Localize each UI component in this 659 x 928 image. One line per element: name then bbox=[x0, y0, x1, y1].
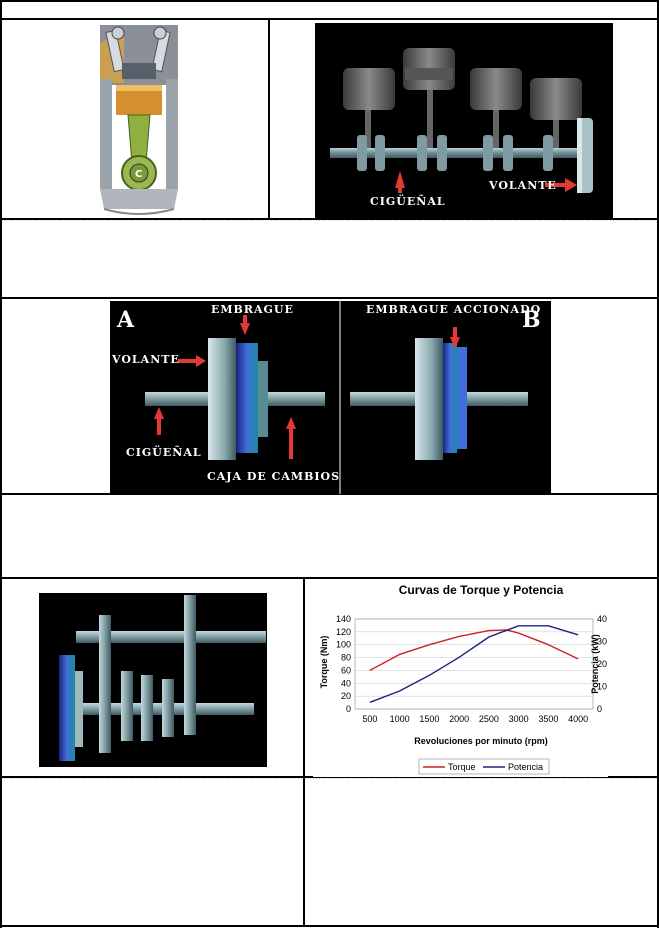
crankshaft-label: CIGÜEÑAL bbox=[126, 446, 202, 459]
legend-potencia-label: Potencia bbox=[508, 762, 543, 772]
y-tick-label: 60 bbox=[341, 665, 351, 675]
x-tick-label: 1500 bbox=[419, 714, 439, 724]
table-border bbox=[268, 18, 270, 220]
x-tick-label: 3000 bbox=[509, 714, 529, 724]
flywheel-label: VOLANTE bbox=[489, 179, 557, 192]
panel-b-label: B bbox=[522, 307, 541, 333]
table-cell-blank bbox=[3, 496, 656, 577]
x-tick-label: 4000 bbox=[568, 714, 588, 724]
y2-tick-label: 40 bbox=[597, 614, 607, 624]
y2-tick-label: 0 bbox=[597, 704, 602, 714]
table-header-row bbox=[3, 3, 656, 18]
clutch-label: EMBRAGUE bbox=[211, 303, 294, 316]
y2-axis-label: Potencia (kW) bbox=[590, 634, 600, 694]
y-axis-label: Torque (Nm) bbox=[319, 636, 329, 689]
table-cell-blank bbox=[306, 779, 656, 925]
table-border bbox=[0, 925, 659, 927]
y2-tick-label: 30 bbox=[597, 637, 607, 647]
table-border bbox=[0, 18, 659, 20]
crankshaft-label: CIGÜEÑAL bbox=[370, 195, 446, 208]
table-border bbox=[0, 493, 659, 495]
x-axis-label: Revoluciones por minuto (rpm) bbox=[414, 736, 548, 746]
x-tick-label: 500 bbox=[362, 714, 377, 724]
y-tick-label: 0 bbox=[346, 704, 351, 714]
crankshaft-image: CIGÜEÑAL VOLANTE bbox=[315, 23, 613, 218]
table-border bbox=[0, 577, 659, 579]
engine-crank-letter: C bbox=[135, 169, 142, 180]
legend-torque-label: Torque bbox=[448, 762, 476, 772]
panel-a-label: A bbox=[117, 307, 135, 333]
flywheel-label: VOLANTE bbox=[112, 353, 180, 366]
table-border bbox=[303, 577, 305, 927]
clutch-engaged-label: EMBRAGUE ACCIONADO bbox=[366, 303, 542, 316]
table-border bbox=[0, 0, 2, 928]
series-line-torque bbox=[369, 629, 579, 672]
chart-title: Curvas de Torque y Potencia bbox=[399, 583, 564, 597]
series-line-potencia bbox=[369, 625, 579, 703]
y-tick-label: 120 bbox=[336, 627, 351, 637]
table-border bbox=[657, 0, 659, 928]
x-tick-label: 3500 bbox=[538, 714, 558, 724]
y-tick-label: 80 bbox=[341, 653, 351, 663]
y-tick-label: 100 bbox=[336, 640, 351, 650]
table-border bbox=[0, 297, 659, 299]
y2-tick-label: 20 bbox=[597, 659, 607, 669]
x-tick-label: 2000 bbox=[449, 714, 469, 724]
table-border bbox=[0, 776, 659, 778]
table-cell-blank bbox=[3, 779, 303, 925]
x-tick-label: 2500 bbox=[479, 714, 499, 724]
gearbox-image bbox=[39, 593, 267, 767]
gearbox-label: CAJA DE CAMBIOS bbox=[207, 470, 341, 483]
y-tick-label: 20 bbox=[341, 691, 351, 701]
engine-cylinder-illustration: C bbox=[94, 23, 184, 218]
y2-tick-label: 10 bbox=[597, 682, 607, 692]
table-border bbox=[0, 0, 659, 2]
y-tick-label: 140 bbox=[336, 614, 351, 624]
table-border bbox=[0, 218, 659, 220]
x-tick-label: 1000 bbox=[390, 714, 410, 724]
clutch-image: A B EMBRAGUE VOLANTE CIGÜEÑAL CAJA DE CA… bbox=[110, 301, 551, 494]
plot-area bbox=[354, 618, 594, 710]
torque-power-chart: Curvas de Torque y Potencia 020406080100… bbox=[313, 579, 608, 777]
table-cell-blank bbox=[3, 221, 656, 297]
y-tick-label: 40 bbox=[341, 678, 351, 688]
